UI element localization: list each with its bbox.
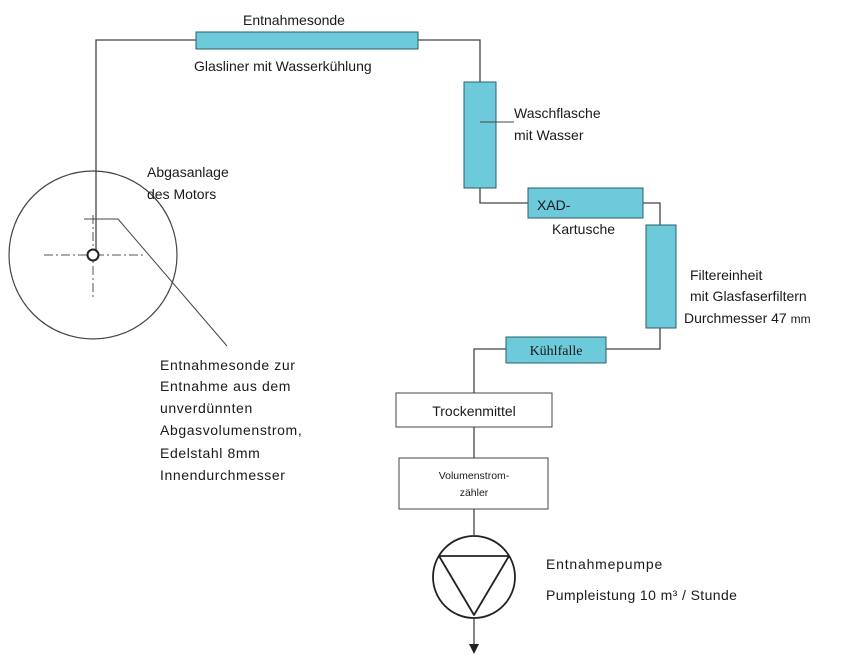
probe-desc-line: unverdünnten	[160, 400, 253, 416]
cold-trap	[505, 336, 607, 364]
cold-trap-label: Kühlfalle	[530, 344, 583, 359]
probe-top-label: Entnahmesonde	[243, 12, 345, 28]
pipe-lines	[95, 39, 661, 648]
desiccant-label: Trockenmittel	[432, 403, 516, 419]
pipe-xad-to-filter	[643, 202, 661, 225]
glass-liner-label: Glasliner mit Wasserkühlung	[194, 58, 372, 74]
probe-desc-line: Abgasvolumenstrom,	[160, 422, 302, 438]
pipe-liner-to-washbottle	[418, 39, 481, 82]
xad-label-2: Kartusche	[552, 221, 615, 237]
pump-icon	[432, 535, 516, 619]
xad-label: XAD-	[537, 197, 571, 213]
pipe-coldtrap-to-desiccant	[473, 348, 506, 393]
probe-description: Entnahmesonde zur Entnahme aus dem unver…	[160, 357, 302, 483]
flow-meter-box	[398, 457, 549, 510]
filter-label-2: mit Glasfaserfiltern	[690, 288, 807, 304]
probe-leader-diagonal	[117, 218, 228, 347]
probe-desc-line: Edelstahl 8mm	[160, 445, 260, 461]
exhaust-label: Abgasanlage	[147, 164, 229, 180]
wash-bottle-label: Waschflasche	[514, 105, 601, 121]
filter-label: Filtereinheit	[690, 267, 762, 283]
desiccant-box	[395, 392, 553, 428]
filter-label-3: Durchmesser 47 mm	[684, 310, 811, 326]
probe-desc-line: Entnahme aus dem	[160, 378, 291, 394]
outlet-arrow-icon	[469, 644, 479, 654]
filter-unit	[645, 224, 677, 329]
exhaust-pipe-cross-section	[8, 170, 178, 340]
flow-meter-label: Volumenstrom-	[439, 470, 510, 482]
pump-capacity-label: Pumpleistung 10 m³ / Stunde	[546, 587, 737, 603]
flow-meter-label-2: zähler	[460, 487, 489, 499]
pump-label: Entnahmepumpe	[546, 556, 663, 572]
glass-liner-probe	[195, 31, 419, 50]
exhaust-label-2: des Motors	[147, 186, 216, 202]
pipe-filter-to-coldtrap	[606, 328, 661, 350]
pipe-washbottle-to-xad	[479, 188, 528, 204]
wash-bottle	[463, 81, 497, 189]
probe-desc-line: Innendurchmesser	[160, 467, 286, 483]
filter-diameter-unit: mm	[791, 312, 811, 326]
xad-cartridge	[527, 187, 644, 219]
probe-desc-line: Entnahmesonde zur	[160, 357, 296, 373]
wash-bottle-label-2: mit Wasser	[514, 127, 584, 143]
pipe-probe-to-liner	[95, 39, 196, 253]
filter-diameter-text: Durchmesser 47	[684, 310, 787, 326]
